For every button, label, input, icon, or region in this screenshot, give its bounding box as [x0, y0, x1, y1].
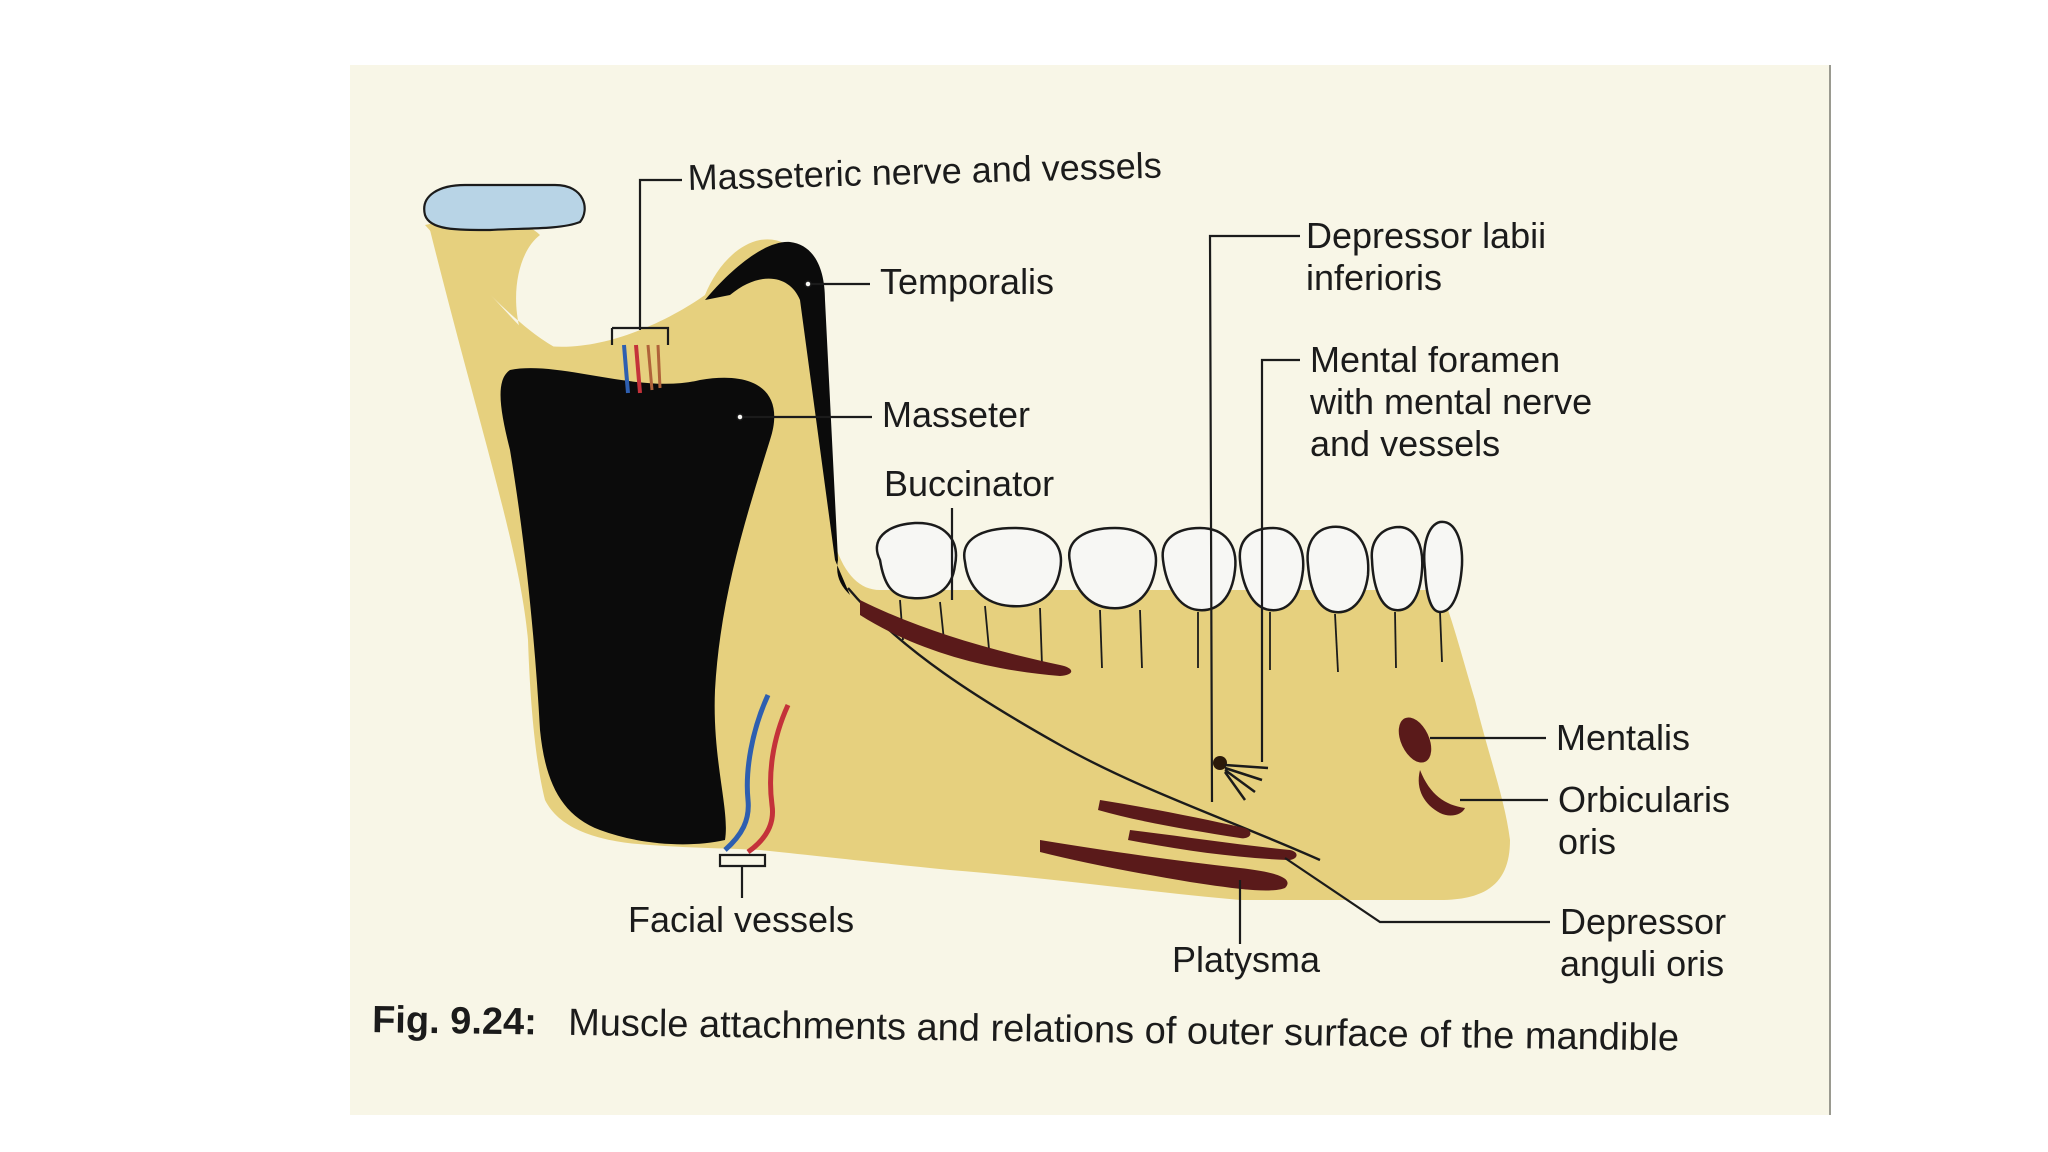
tooth-incisor-2: [1370, 525, 1424, 612]
label-facial-vessels: Facial vessels: [628, 899, 854, 940]
facial-artery: [746, 703, 791, 855]
mentalis-attachment: [1398, 717, 1432, 763]
depressor-anguli-attachment: [1128, 830, 1297, 860]
label-orbicularis-line2: oris: [1558, 821, 1616, 862]
condylar-process: [425, 218, 560, 352]
orbicularis-oris-attachment: [1418, 770, 1465, 816]
leader-facial-vessels: [718, 853, 767, 898]
label-platysma: Platysma: [1172, 939, 1321, 980]
tooth-canine: [1306, 525, 1370, 614]
leader-masseter-dot: [736, 413, 744, 421]
label-mental-foramen-line3: and vessels: [1310, 423, 1500, 464]
label-depressor-labii-line1: Depressor labii: [1306, 215, 1546, 256]
leader-mental-foramen: [1260, 358, 1300, 762]
label-temporalis: Temporalis: [880, 261, 1054, 302]
oblique-line: [847, 587, 1321, 862]
leader-masseteric-nerve: [610, 178, 682, 345]
buccinator-attachment: [860, 600, 1072, 676]
masseteric-nerve-2: [656, 344, 662, 389]
leader-depressor-labii: [1208, 234, 1300, 803]
tooth-premolar-1: [1238, 526, 1305, 612]
masseteric-nerve: [646, 344, 654, 391]
label-depressor-anguli-line1: Depressor: [1560, 901, 1726, 942]
label-depressor-anguli-line2: anguli oris: [1560, 943, 1724, 984]
masseter-attachment: [500, 368, 775, 845]
label-mentalis: Mentalis: [1556, 717, 1690, 758]
tooth-molar-2: [963, 526, 1063, 608]
tooth-molar-3: [875, 521, 958, 600]
label-mental-foramen-line2: with mental nerve: [1309, 381, 1592, 422]
leader-lines: [610, 178, 1550, 944]
platysma-attachment: [1040, 840, 1288, 891]
label-mental-foramen-line1: Mental foramen: [1310, 339, 1560, 380]
label-orbicularis-line1: Orbicularis: [1558, 779, 1730, 820]
leader-depressor-anguli: [1284, 857, 1550, 924]
anatomy-labels: Masseteric nerve and vessels Temporalis …: [628, 145, 1730, 984]
mental-foramen-opening: [1213, 756, 1227, 770]
label-buccinator: Buccinator: [884, 463, 1054, 504]
tooth-molar-1: [1067, 526, 1158, 610]
facial-vein: [723, 693, 771, 852]
leader-temporalis-dot: [804, 280, 812, 288]
tooth-incisor-1: [1423, 520, 1464, 614]
temporalis-attachment: [705, 241, 850, 595]
label-masseter: Masseter: [882, 394, 1030, 435]
masseteric-nerve-and-vessels: [622, 344, 662, 394]
tooth-premolar-2: [1161, 526, 1237, 612]
masseteric-vein: [622, 344, 630, 394]
mental-foramen: [1213, 756, 1269, 801]
facial-vessels: [723, 693, 791, 855]
label-depressor-labii-line2: inferioris: [1306, 257, 1442, 298]
caption-figure-number: Fig. 9.24:: [372, 999, 537, 1043]
depressor-labii-attachment: [1098, 800, 1251, 839]
mental-nerve-branches: [1223, 763, 1269, 801]
lower-teeth: [875, 520, 1464, 614]
masseteric-artery: [634, 344, 642, 394]
articular-cartilage: [423, 183, 586, 232]
